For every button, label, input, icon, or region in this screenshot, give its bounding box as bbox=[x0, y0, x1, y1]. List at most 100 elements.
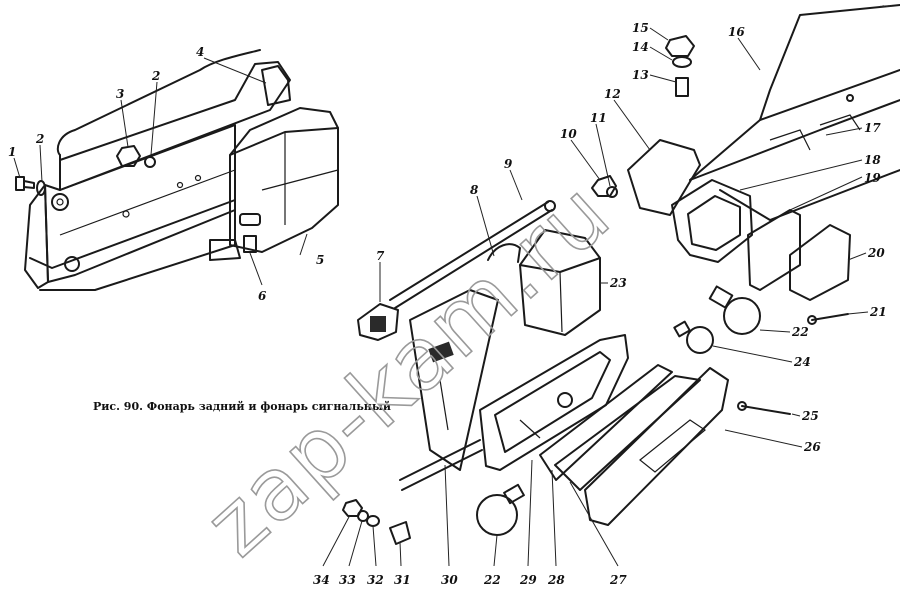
frame-hole bbox=[846, 94, 854, 102]
callout-10: 10 bbox=[560, 127, 577, 141]
callout-31: 31 bbox=[394, 573, 411, 587]
bracket-4 bbox=[261, 65, 291, 106]
callout-25: 25 bbox=[801, 409, 819, 423]
spring-clip-8 bbox=[487, 243, 521, 263]
screw-21 bbox=[811, 313, 849, 321]
plate-slot bbox=[428, 341, 454, 363]
clip-7-dark bbox=[370, 316, 386, 332]
bulb-24 bbox=[686, 326, 714, 354]
callout-21: 21 bbox=[869, 305, 887, 319]
callout-9: 9 bbox=[504, 157, 513, 171]
callout-7: 7 bbox=[376, 249, 385, 263]
callout-2b: 2 bbox=[151, 69, 160, 83]
callout-12: 12 bbox=[604, 87, 621, 101]
callout-30: 30 bbox=[441, 573, 458, 587]
callout-32: 32 bbox=[367, 573, 384, 587]
callout-17: 17 bbox=[864, 121, 881, 135]
frame-slot-1 bbox=[769, 129, 811, 151]
bulb-22-base bbox=[503, 483, 525, 505]
screw-6-head bbox=[239, 213, 261, 226]
bar-30-lower bbox=[401, 449, 483, 491]
callout-28: 28 bbox=[547, 573, 565, 587]
callout-22b: 22 bbox=[791, 325, 809, 339]
callout-16: 16 bbox=[728, 25, 745, 39]
callout-19: 19 bbox=[864, 171, 881, 185]
housing-lens-seam bbox=[261, 169, 339, 191]
cover-window bbox=[639, 419, 706, 473]
callout-13: 13 bbox=[632, 68, 649, 82]
nut-hole bbox=[56, 198, 64, 206]
nut-3 bbox=[116, 145, 141, 167]
callout-4: 4 bbox=[196, 45, 204, 59]
rod-9-lower bbox=[394, 209, 553, 309]
bracket-rivet-3 bbox=[122, 210, 130, 218]
callout-14: 14 bbox=[632, 40, 649, 54]
screw-21-head bbox=[807, 315, 817, 325]
washer-14 bbox=[672, 56, 692, 68]
screw-31 bbox=[389, 521, 411, 545]
rod-end bbox=[544, 200, 556, 212]
lamp-body-29 bbox=[479, 334, 629, 471]
screw-25 bbox=[741, 405, 791, 415]
bulb-22r-base bbox=[708, 285, 734, 309]
signal-lamp-assembly bbox=[342, 200, 791, 545]
lamp-body-inner bbox=[494, 351, 611, 453]
figure-caption: Рис. 90. Фонарь задний и фонарь сигнальн… bbox=[93, 400, 391, 413]
callout-2a: 2 bbox=[35, 132, 44, 146]
frame-assembly bbox=[591, 4, 900, 335]
bracket-rivet-1 bbox=[176, 181, 184, 189]
bracket-12 bbox=[627, 139, 701, 216]
cover-26 bbox=[584, 367, 729, 526]
frame-mid bbox=[689, 99, 900, 181]
leader-lines bbox=[13, 27, 869, 567]
screw-25-head bbox=[737, 401, 747, 411]
rod-9 bbox=[389, 201, 549, 301]
housing-top-edge bbox=[229, 127, 339, 156]
bar-30 bbox=[399, 439, 481, 481]
bracket-plate bbox=[44, 124, 236, 283]
rear-lamp-housing bbox=[229, 107, 339, 253]
callout-23: 23 bbox=[609, 276, 627, 290]
bracket-end-flange bbox=[24, 184, 49, 289]
lens-20 bbox=[789, 224, 851, 301]
lamp-18-opening bbox=[687, 195, 741, 251]
lamp-cap-23 bbox=[519, 229, 601, 336]
screw-6-body bbox=[243, 235, 257, 253]
callout-8: 8 bbox=[470, 183, 479, 197]
callout-20: 20 bbox=[867, 246, 885, 260]
corner-mark: ᵛᴼ ᵒᵒᵒ bbox=[880, 5, 892, 11]
frame-top-rail bbox=[689, 4, 900, 181]
callout-18: 18 bbox=[864, 153, 881, 167]
bulb-holder bbox=[557, 392, 573, 408]
bracket-rivet-2 bbox=[194, 174, 202, 182]
clip-7 bbox=[357, 303, 399, 341]
callout-22a: 22 bbox=[483, 573, 501, 587]
bracket-lower-flange bbox=[29, 199, 236, 291]
bolt-1-head bbox=[15, 176, 25, 191]
rear-lamp-18 bbox=[671, 179, 753, 263]
callout-27: 27 bbox=[609, 573, 627, 587]
callout-15: 15 bbox=[632, 21, 649, 35]
frame-lower bbox=[719, 169, 900, 221]
gasket-19 bbox=[747, 209, 801, 291]
callout-24: 24 bbox=[793, 355, 811, 369]
callout-33: 33 bbox=[339, 573, 356, 587]
washer-11 bbox=[606, 186, 618, 198]
terminal-wire bbox=[519, 419, 541, 439]
frame-flange bbox=[759, 69, 900, 121]
nut-34 bbox=[342, 499, 363, 517]
nut-on-bracket bbox=[51, 193, 69, 211]
lens-27 bbox=[554, 375, 701, 491]
bracket-upper-lip bbox=[56, 49, 261, 156]
nut-15 bbox=[665, 35, 695, 57]
bulb-22-bottom bbox=[476, 494, 518, 536]
callout-26: 26 bbox=[803, 440, 821, 454]
mounting-plate-30 bbox=[409, 289, 499, 471]
nut-10 bbox=[591, 175, 617, 197]
lamp-mount-clip bbox=[209, 239, 241, 261]
callout-labels: 1 2 2 3 4 5 6 7 8 9 10 11 12 13 14 15 16… bbox=[8, 21, 887, 587]
bolt-1-shank bbox=[23, 180, 35, 189]
callout-5: 5 bbox=[316, 253, 324, 267]
